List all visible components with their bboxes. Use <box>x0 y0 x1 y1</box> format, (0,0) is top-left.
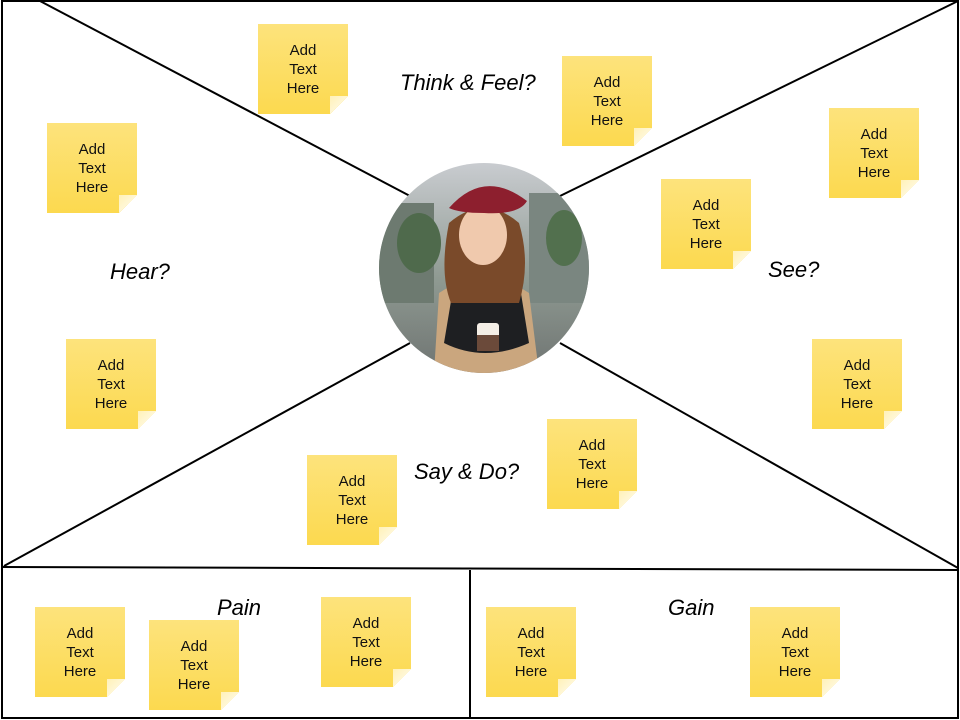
persona-photo <box>379 163 589 373</box>
sticky-note[interactable]: Add Text Here <box>661 179 751 269</box>
sticky-note[interactable]: Add Text Here <box>47 123 137 213</box>
gain-label: Gain <box>668 595 715 620</box>
persona-avatar <box>379 163 589 373</box>
hear-label: Hear? <box>110 259 170 284</box>
sticky-note-text: Add Text Here <box>514 624 548 680</box>
sticky-note-text: Add Text Here <box>177 637 211 693</box>
sticky-note-text: Add Text Here <box>63 624 97 680</box>
pain-label: Pain <box>217 595 262 620</box>
see-label: See? <box>768 257 820 282</box>
sticky-note[interactable]: Add Text Here <box>66 339 156 429</box>
sticky-note[interactable]: Add Text Here <box>149 620 239 710</box>
sticky-note-text: Add Text Here <box>857 125 891 181</box>
sticky-note-text: Add Text Here <box>94 356 128 412</box>
sticky-note-text: Add Text Here <box>689 196 723 252</box>
sticky-note-text: Add Text Here <box>75 140 109 196</box>
sticky-note[interactable]: Add Text Here <box>562 56 652 146</box>
say-do-label: Say & Do? <box>414 459 520 484</box>
sticky-note-text: Add Text Here <box>349 614 383 670</box>
think-feel-label: Think & Feel? <box>400 70 536 95</box>
sticky-note-text: Add Text Here <box>778 624 812 680</box>
sticky-note-text: Add Text Here <box>590 73 624 129</box>
bottom-band-divider <box>1 566 959 571</box>
sticky-note-text: Add Text Here <box>286 41 320 97</box>
divider-bottom-right <box>559 342 959 569</box>
sticky-note-text: Add Text Here <box>575 436 609 492</box>
sticky-note[interactable]: Add Text Here <box>321 597 411 687</box>
sticky-note-text: Add Text Here <box>840 356 874 412</box>
divider-bottom-left <box>3 342 411 567</box>
sticky-note[interactable]: Add Text Here <box>547 419 637 509</box>
sticky-note-text: Add Text Here <box>335 472 369 528</box>
sticky-note[interactable]: Add Text Here <box>258 24 348 114</box>
divider-top-left <box>39 0 411 197</box>
sticky-note[interactable]: Add Text Here <box>829 108 919 198</box>
divider-top-right <box>559 0 959 197</box>
sticky-note[interactable]: Add Text Here <box>486 607 576 697</box>
sticky-note[interactable]: Add Text Here <box>307 455 397 545</box>
sticky-note[interactable]: Add Text Here <box>812 339 902 429</box>
sticky-note[interactable]: Add Text Here <box>750 607 840 697</box>
sticky-note[interactable]: Add Text Here <box>35 607 125 697</box>
